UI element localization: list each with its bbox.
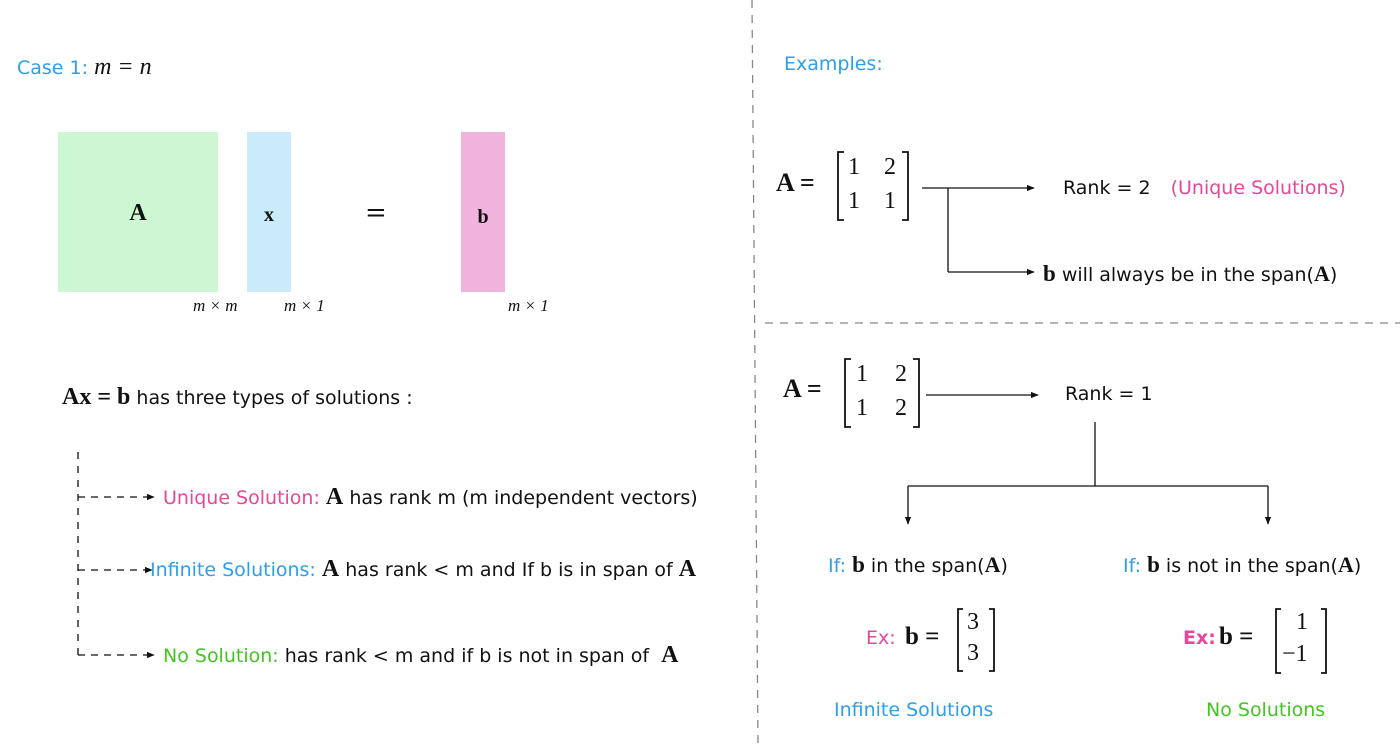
ex2-matrix: 1 2 1 2: [843, 357, 923, 429]
ex1-rank: Rank = 2 (Unique Solutions): [1063, 177, 1346, 199]
ex2-m21: 1: [856, 395, 868, 421]
case-equation: m = n: [94, 54, 152, 80]
ex2-right-text: is not in the span(: [1165, 555, 1338, 577]
vector-b-label: b: [477, 206, 489, 228]
ex1-matrix: 1 2 1 1: [836, 150, 912, 222]
ex2-left-v2: 3: [967, 640, 979, 666]
dim-x: m × 1: [284, 296, 325, 315]
ex2-left-A: A: [984, 552, 1001, 577]
ex2-m12: 2: [895, 361, 907, 387]
ex1-span: b will always be in the span(A): [1043, 261, 1337, 287]
statement-text: has three types of solutions :: [136, 387, 413, 409]
ex2-right-ex: Ex:: [1183, 627, 1216, 649]
case-none: No Solution: has rank < m and if b is no…: [163, 642, 678, 669]
none-A: A: [661, 642, 679, 668]
solution-statement: Ax = b has three types of solutions :: [62, 384, 413, 411]
ex2-right-A: A: [1337, 552, 1354, 577]
ex2-right-result: No Solutions: [1206, 699, 1326, 721]
infinite-A2: A: [678, 556, 697, 582]
ex2-left-lhs: b =: [905, 623, 940, 650]
ex2-right-lhs: b =: [1219, 623, 1254, 650]
ex2-right-v1: 1: [1296, 609, 1308, 635]
ex1-rank-note: (Unique Solutions): [1170, 177, 1346, 199]
unique-A: A: [325, 484, 344, 510]
none-label: No Solution:: [163, 645, 279, 667]
ex2-left-v1: 3: [967, 609, 979, 635]
case-label: Case 1:: [17, 57, 89, 79]
infinite-text: has rank < m and If b is in span of: [345, 559, 673, 581]
equals-sign: =: [365, 198, 387, 228]
ex2-m22: 2: [895, 395, 907, 421]
ex1-m21: 1: [848, 188, 860, 214]
statement-equation: Ax = b: [62, 384, 131, 410]
none-text: has rank < m and if b is not in span of: [284, 645, 650, 667]
case-heading: Case 1: m = n: [17, 54, 152, 81]
infinite-A: A: [321, 556, 340, 582]
vector-b-box: b: [461, 132, 505, 292]
ex2-right-vector: 1 −1: [1274, 607, 1328, 675]
ex1-span-close: ): [1329, 264, 1338, 286]
matrix-A-box: A: [58, 132, 218, 292]
ex2-matrix-brackets: [844, 358, 920, 428]
ex2-right-condition: If: b is not in the span(A): [1123, 552, 1361, 578]
ex2-right-close: ): [1353, 555, 1362, 577]
ex2-rank-text: Rank = 1: [1065, 383, 1153, 405]
examples-label: Examples:: [784, 53, 883, 75]
vector-x-label: x: [264, 204, 274, 226]
vector-x-box: x: [247, 132, 291, 292]
ex1-span-b: b: [1043, 261, 1056, 286]
ex2-left-result: Infinite Solutions: [834, 699, 994, 721]
ex1-m12: 2: [884, 154, 896, 180]
ex2-right-if: If:: [1123, 555, 1142, 577]
vertical-divider: [751, 0, 759, 744]
dim-b: m × 1: [508, 296, 549, 315]
ex1-span-text: will always be in the span(: [1061, 264, 1314, 286]
infinite-label: Infinite Solutions:: [150, 559, 316, 581]
ex1-rank-text: Rank = 2: [1063, 177, 1151, 199]
unique-label: Unique Solution:: [163, 487, 320, 509]
ex1-m11: 1: [848, 154, 860, 180]
ex2-m11: 1: [856, 361, 868, 387]
dim-A: m × m: [193, 296, 238, 315]
ex1-lhs: A =: [776, 168, 815, 197]
ex1-span-A: A: [1313, 261, 1330, 286]
case-unique: Unique Solution: A has rank m (m indepen…: [163, 484, 698, 511]
ex1-matrix-brackets: [837, 151, 909, 221]
ex2-left-close: ): [1000, 555, 1008, 577]
ex2-left-vector: 3 3: [956, 607, 996, 673]
ex2-left-text: in the span(: [870, 555, 985, 577]
ex2-right-b: b: [1147, 552, 1160, 577]
ex2-left-vector-brackets: [957, 608, 995, 672]
ex2-right-v2: −1: [1282, 641, 1308, 667]
ex2-left-ex: Ex:: [866, 627, 896, 649]
ex2-left-condition: If: b in the span(A): [828, 552, 1008, 578]
case-infinite: Infinite Solutions: A has rank < m and I…: [150, 556, 696, 583]
unique-text: has rank m (m independent vectors): [349, 487, 698, 509]
ex1-m22: 1: [884, 188, 896, 214]
ex2-lhs: A =: [783, 374, 822, 403]
ex2-left-b: b: [852, 552, 865, 577]
matrix-A-label: A: [129, 200, 147, 226]
ex2-right-vector-brackets: [1275, 608, 1327, 674]
ex2-left-if: If:: [828, 555, 847, 577]
